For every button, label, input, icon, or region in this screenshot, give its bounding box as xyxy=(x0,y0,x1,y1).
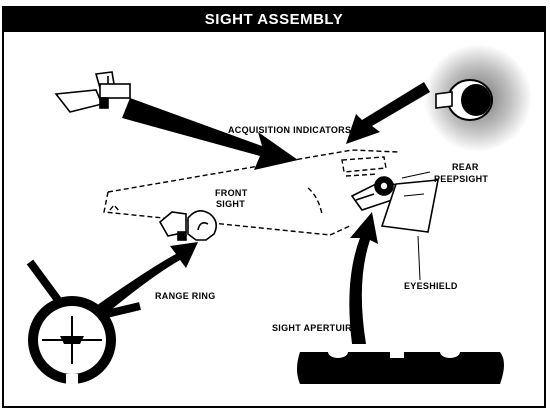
label-front-sight-1: FRONT xyxy=(215,188,248,198)
launcher-tube xyxy=(103,149,399,236)
leader-lines xyxy=(401,171,431,281)
label-range-ring: RANGE RING xyxy=(155,291,216,301)
label-front-sight-2: SIGHT xyxy=(216,199,245,209)
label-rear-peepsight-2: PEEPSIGHT xyxy=(434,174,488,184)
rear-peepsight xyxy=(350,176,400,211)
arrows xyxy=(96,82,430,344)
label-rear-peepsight-1: REAR xyxy=(452,162,479,172)
label-acquisition-indicators: ACQUISITION INDICATORS xyxy=(228,125,351,135)
label-eyeshield: EYESHIELD xyxy=(404,281,458,291)
sight-aperture-bar xyxy=(297,346,504,384)
label-sight-aperture: SIGHT APERTUIRE xyxy=(272,323,358,333)
eyeshield xyxy=(380,179,439,233)
sight-part-detail xyxy=(54,71,131,113)
front-sight xyxy=(158,210,218,241)
acquisition-indicator-glow xyxy=(424,44,532,152)
page-title: SIGHT ASSEMBLY xyxy=(2,6,546,32)
range-ring-reticle xyxy=(26,259,141,384)
